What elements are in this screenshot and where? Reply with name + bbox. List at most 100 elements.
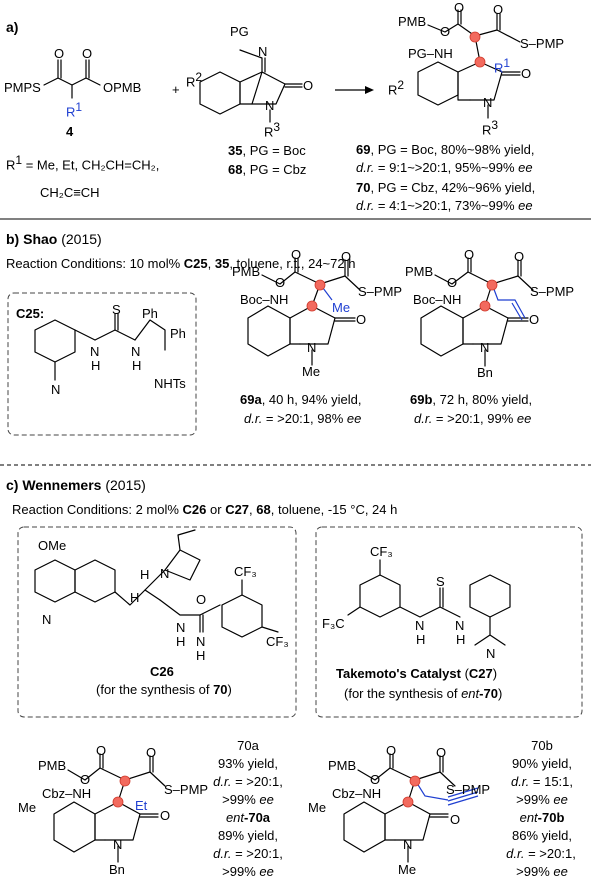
product-r3: R3 [482, 118, 499, 138]
p70b-label: 70b [531, 738, 553, 753]
p70b-l1: 90% yield, [512, 756, 572, 771]
p69b-pmb: PMB [405, 264, 434, 279]
ent70b-l2: d.r. = >20:1, [506, 846, 576, 861]
c27-n1: N [415, 618, 425, 633]
p69a-o1: O [275, 275, 286, 290]
stereocenter-dot [479, 300, 491, 312]
c26-h1: H [140, 567, 150, 582]
p69a-line2: d.r. = >20:1, 98% ee [244, 411, 362, 426]
stereocenter-dot [469, 31, 481, 43]
c25-bonds [34, 313, 166, 381]
p70a-me: Me [18, 800, 37, 815]
stereocenter-dot [402, 796, 414, 808]
p70b-l2: d.r. = 15:1, [510, 774, 574, 789]
p70b-me: Me [308, 800, 327, 815]
product-o4: O [521, 66, 532, 81]
isatin-nring: N [265, 98, 275, 113]
c26-cf3b: CF₃ [266, 634, 289, 649]
c25-h2: H [132, 358, 142, 373]
c26-nq: N [42, 612, 52, 627]
product-69-70-bonds [417, 9, 521, 119]
p70a-cbznh: Cbz–NH [42, 786, 92, 801]
p69a-bocnh: Boc–NH [240, 292, 289, 307]
p70a-l3: >99% ee [222, 792, 274, 807]
plus-sign: + [172, 82, 180, 97]
product-70a-bonds [53, 753, 166, 863]
reagent4-number: 4 [66, 124, 74, 139]
c25-ph2: Ph [170, 326, 186, 341]
cmp-70-line2: d.r. = 4:1~>20:1, 73%~99% ee [356, 198, 533, 213]
reagent4-opmb: OPMB [103, 80, 142, 95]
ent70a-l1: 89% yield, [218, 828, 278, 843]
c26-note: (for the synthesis of 70) [96, 682, 232, 697]
c27-n2: N [455, 618, 465, 633]
p69a-o3: O [341, 249, 352, 264]
p70a-o3: O [146, 745, 157, 760]
r1-definition: R1 = Me, Et, CH₂CH=CH₂, [6, 153, 160, 173]
product-o2: O [454, 0, 465, 15]
c27-bonds [347, 559, 511, 646]
ent70b-l1: 86% yield, [512, 828, 572, 843]
isatin-o: O [303, 78, 314, 93]
c27-cf3a: CF₃ [370, 544, 393, 559]
c26-ome: OMe [38, 538, 67, 553]
product-pgnh: PG–NH [408, 46, 453, 61]
p69a-o4: O [356, 312, 367, 327]
p69a-nme: Me [302, 364, 321, 379]
product-pmb: PMB [398, 14, 427, 29]
p69b-spmp: S–PMP [530, 284, 575, 299]
c25-n2: N [131, 344, 141, 359]
p69a-spmp: S–PMP [358, 284, 403, 299]
ent70a-label: ent-70a [225, 810, 271, 825]
p70b-o1: O [370, 772, 381, 787]
product-70b-bonds [343, 753, 479, 863]
c27-n3: N [486, 646, 496, 661]
stereocenter-dot [409, 775, 421, 787]
p69b-o4: O [529, 312, 540, 327]
p70b-o2: O [386, 743, 397, 758]
product-spmp: S–PMP [520, 36, 565, 51]
p69a-o2: O [291, 247, 302, 262]
c25-label: C25: [16, 306, 45, 321]
p70a-o1: O [80, 772, 91, 787]
c25-h1: H [91, 358, 101, 373]
reagent4-o1: O [54, 46, 65, 61]
p69b-line2: d.r. = >20:1, 99% ee [414, 411, 532, 426]
p70b-nme: Me [398, 862, 417, 877]
p70a-n: N [113, 837, 123, 852]
c27-h1: H [416, 632, 426, 647]
c26-label: C26 [150, 664, 174, 679]
p69b-bocnh: Boc–NH [413, 292, 462, 307]
c27-s: S [436, 574, 445, 589]
stereocenter-dot [474, 56, 486, 68]
section-b-title: b) Shao (2015) [6, 231, 102, 247]
p70b-o4: O [450, 812, 461, 827]
p70a-label: 70a [237, 738, 259, 753]
c27-note: (for the synthesis of ent-70) [344, 686, 503, 701]
stereocenter-dot [306, 300, 318, 312]
cmp-35-line: 35, PG = Boc [228, 143, 306, 158]
cmp-69-line1: 69, PG = Boc, 80%~98% yield, [356, 142, 535, 157]
c26-n: N [160, 566, 170, 581]
stereocenter-dot [119, 775, 131, 787]
isatin-r2: R2 [186, 70, 203, 90]
p69b-n: N [480, 340, 490, 355]
section-c-conditions: Reaction Conditions: 2 mol% C26 or C27, … [12, 502, 398, 517]
stereocenter-dot [112, 796, 124, 808]
p69a-n: N [307, 340, 317, 355]
p70a-et: Et [135, 798, 148, 813]
p70a-l2: d.r. = >20:1, [213, 774, 283, 789]
p70b-spmp: S–PMP [446, 782, 491, 797]
c26-bonds [34, 529, 279, 638]
c25-nme2: N [51, 382, 61, 397]
p69a-line1: 69a, 40 h, 94% yield, [240, 392, 362, 407]
p70b-cbznh: Cbz–NH [332, 786, 382, 801]
c25-nhts: NHTs [154, 376, 186, 391]
c26-h4: H [196, 648, 206, 663]
reagent4-pmps: PMPS [4, 80, 41, 95]
product-r2: R2 [388, 78, 405, 98]
p69b-o3: O [514, 249, 525, 264]
product-o1: O [440, 24, 451, 39]
reagent4-o2: O [82, 46, 93, 61]
